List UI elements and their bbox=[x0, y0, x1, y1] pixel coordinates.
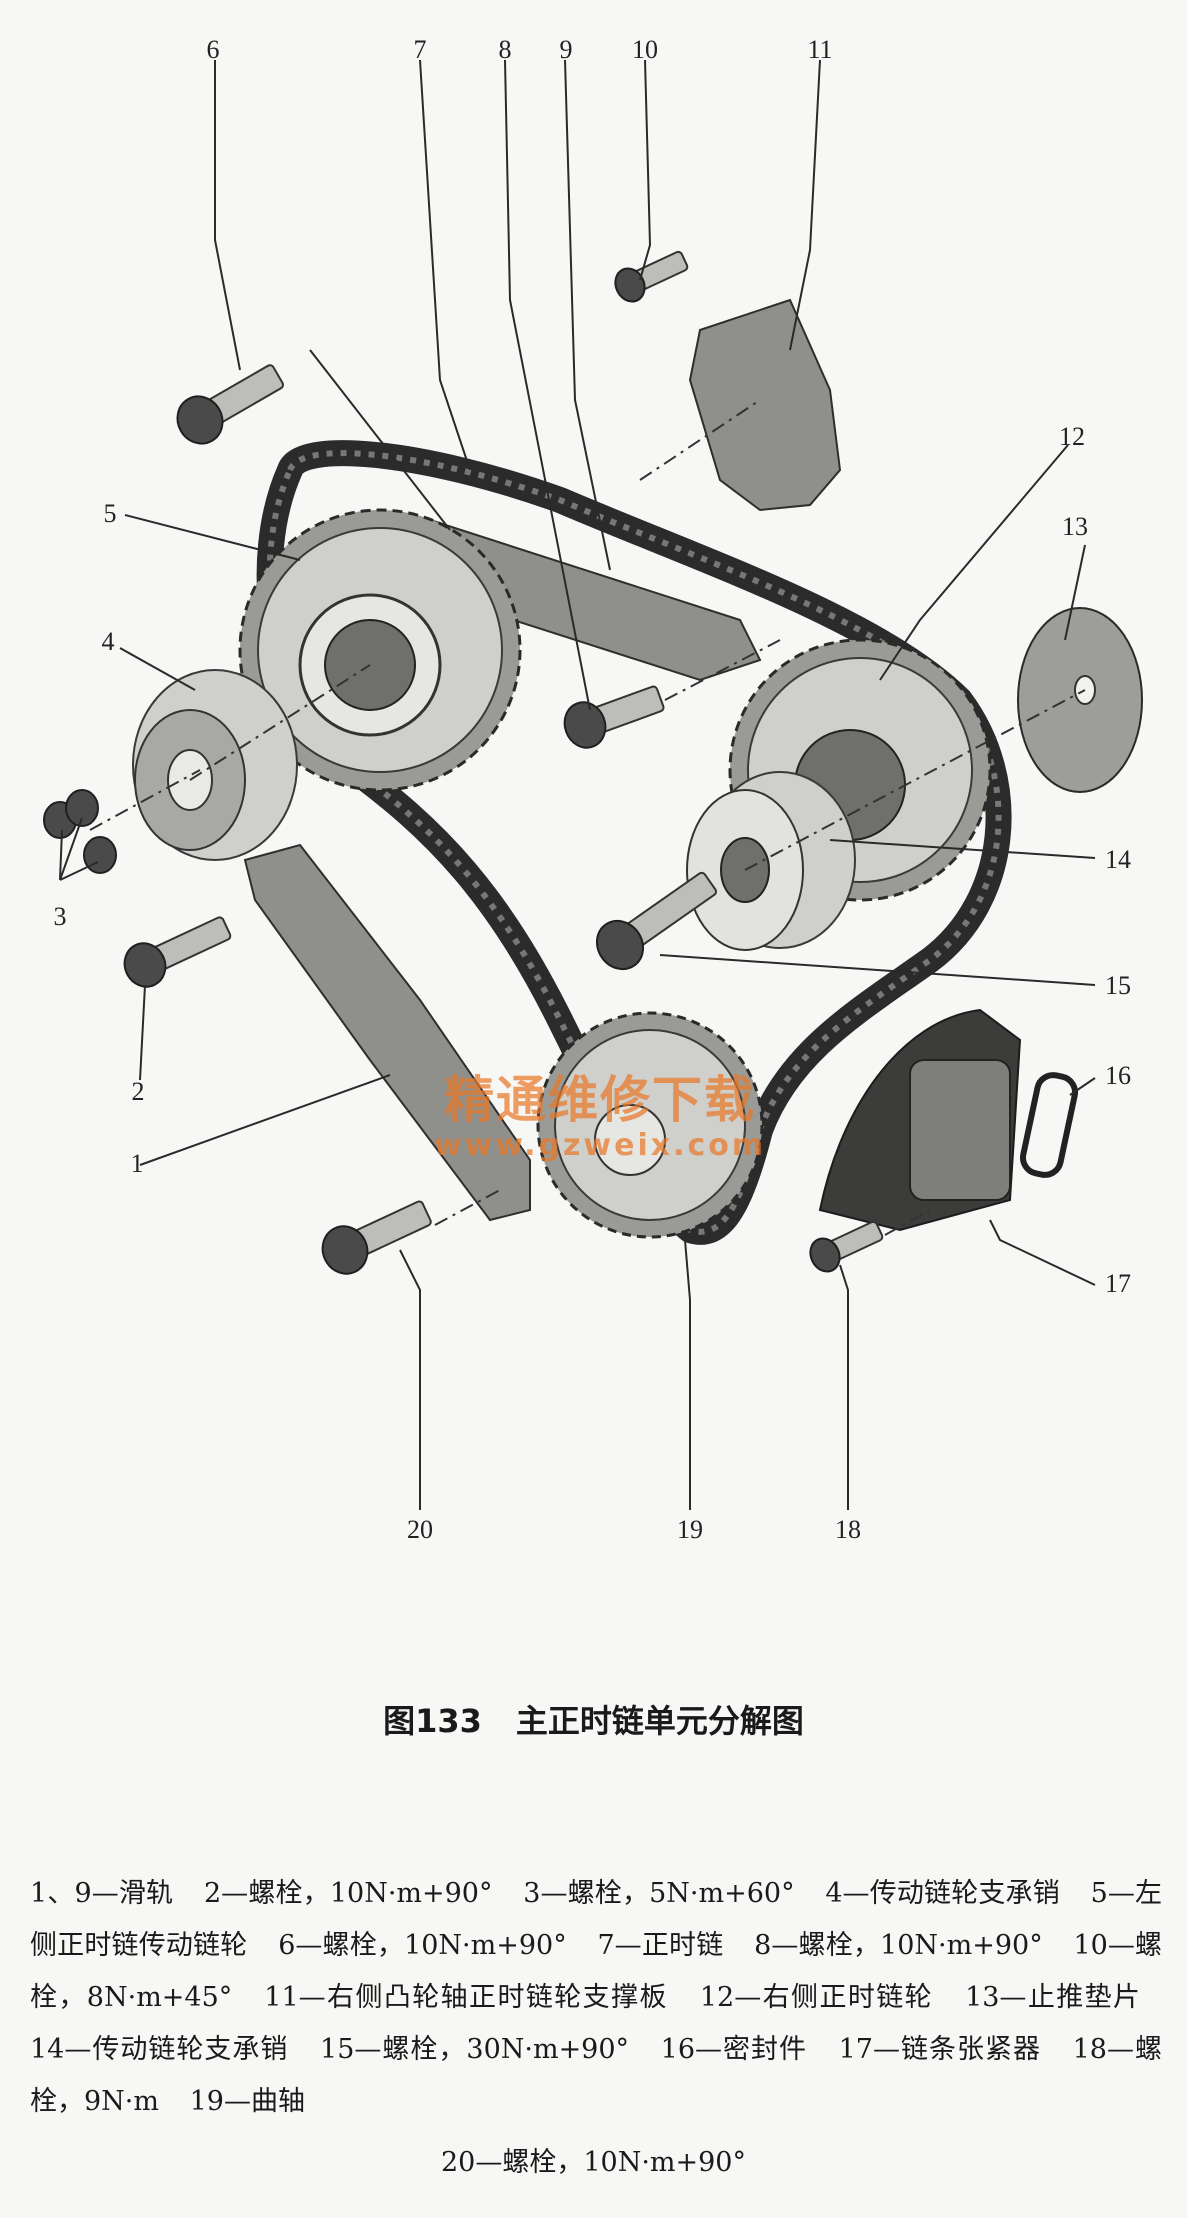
guide-rail-1 bbox=[243, 843, 531, 1222]
callout-11: 11 bbox=[807, 35, 832, 64]
seal-ring bbox=[1019, 1072, 1079, 1178]
callout-3: 3 bbox=[54, 902, 67, 931]
bolt-10 bbox=[614, 250, 689, 303]
camshaft-support-plate bbox=[688, 298, 842, 512]
legend-item: 15—螺栓，30N·m+90° bbox=[320, 2034, 630, 2065]
legend-item: 13—止推垫片 bbox=[965, 1982, 1141, 2013]
chain-tensioner bbox=[818, 1008, 1022, 1232]
legend-item: 7—正时链 bbox=[597, 1930, 724, 1961]
callout-19: 19 bbox=[677, 1515, 703, 1544]
callout-20: 20 bbox=[407, 1515, 433, 1544]
legend-item: 16—密封件 bbox=[660, 2034, 808, 2065]
bolt-15 bbox=[595, 871, 717, 971]
legend-item: 19—曲轴 bbox=[189, 2086, 305, 2117]
drive-sprocket-support-pin-14 bbox=[686, 771, 856, 951]
bolt-8 bbox=[563, 685, 665, 749]
bolt-3 bbox=[43, 789, 117, 874]
bolt-2 bbox=[123, 916, 232, 988]
legend-item: 6—螺栓，10N·m+90° bbox=[278, 1930, 567, 1961]
callout-12: 12 bbox=[1059, 422, 1085, 451]
legend-item: 12—右侧正时链轮 bbox=[699, 1982, 934, 2013]
crankshaft-sprocket bbox=[536, 1011, 764, 1239]
thrust-washer bbox=[1017, 607, 1143, 793]
callout-18: 18 bbox=[835, 1515, 861, 1544]
callout-6: 6 bbox=[207, 35, 220, 64]
legend-item: 14—传动链轮支承销 bbox=[30, 2034, 289, 2065]
callout-1: 1 bbox=[131, 1149, 144, 1178]
callout-8: 8 bbox=[499, 35, 512, 64]
legend-item: 8—螺栓，10N·m+90° bbox=[754, 1930, 1043, 1961]
callout-9: 9 bbox=[560, 35, 573, 64]
callout-4: 4 bbox=[102, 627, 115, 656]
figure-number: 图133 bbox=[383, 1702, 482, 1740]
legend-item: 18—螺栓，9N·m bbox=[30, 2034, 1162, 2117]
watermark-url: www.gzweix.com bbox=[433, 1128, 767, 1163]
callout-13: 13 bbox=[1062, 512, 1088, 541]
legend-item: 1、9—滑轨 bbox=[30, 1878, 174, 1909]
chain-links bbox=[266, 450, 1002, 1235]
parts-legend: 1、9—滑轨 2—螺栓，10N·m+90° 3—螺栓，5N·m+60° 4—传动… bbox=[30, 1868, 1162, 2128]
legend-tail: 20—螺栓，10N·m+90° bbox=[440, 2147, 746, 2178]
bolt-18 bbox=[809, 1220, 884, 1273]
left-timing-sprocket bbox=[238, 508, 522, 792]
callout-5: 5 bbox=[104, 499, 117, 528]
callout-7: 7 bbox=[414, 35, 427, 64]
watermark: 精通维修下载 www.gzweix.com bbox=[410, 1060, 790, 1163]
legend-item: 11—右侧凸轮轴正时链轮支撑板 bbox=[264, 1982, 668, 2013]
callout-16: 16 bbox=[1105, 1061, 1131, 1090]
callout-2: 2 bbox=[132, 1077, 145, 1106]
legend-item: 3—螺栓，5N·m+60° bbox=[523, 1878, 795, 1909]
legend-item: 5—左侧正时链传动链轮 bbox=[30, 1878, 1163, 1961]
bolt-20 bbox=[321, 1200, 432, 1275]
legend-item: 10—螺栓，8N·m+45° bbox=[30, 1930, 1163, 2013]
bolt-6 bbox=[176, 364, 284, 445]
legend-item: 2—螺栓，10N·m+90° bbox=[203, 1878, 493, 1909]
callout-10: 10 bbox=[632, 35, 658, 64]
callout-15: 15 bbox=[1105, 971, 1131, 1000]
watermark-chinese: 精通维修下载 bbox=[444, 1071, 756, 1129]
callout-17: 17 bbox=[1105, 1269, 1131, 1298]
callout-14: 14 bbox=[1105, 845, 1131, 874]
figure-title: 主正时链单元分解图 bbox=[515, 1702, 804, 1740]
legend-item: 4—传动链轮支承销 bbox=[825, 1878, 1060, 1909]
exploded-diagram: 6 7 8 9 10 11 12 13 5 4 3 2 1 14 15 16 1… bbox=[43, 35, 1143, 1544]
figure-caption: 图133 主正时链单元分解图 bbox=[0, 1696, 1187, 1742]
legend-item: 17—链条张紧器 bbox=[838, 2034, 1042, 2065]
